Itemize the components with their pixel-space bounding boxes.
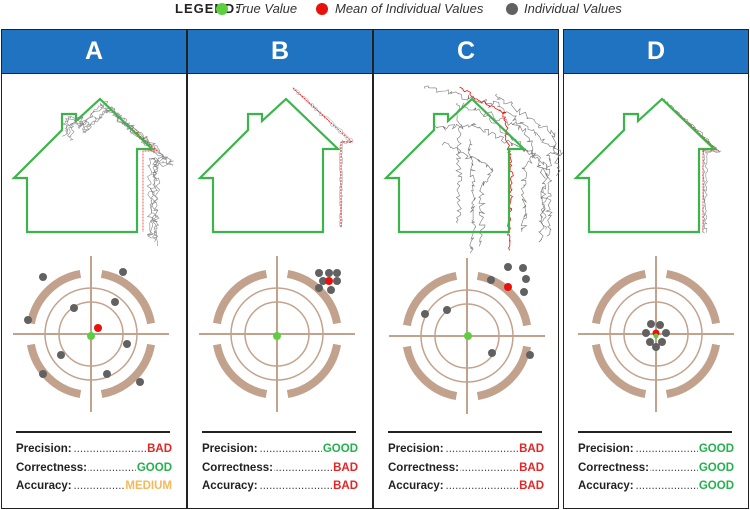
precision-row-c: ........................................… [388, 442, 544, 456]
individual-value-point [652, 343, 660, 351]
precision-row-a: ........................................… [16, 442, 172, 456]
legend: LEGEND: True Value Mean of Individual Va… [0, 0, 750, 20]
panel-c-diagram [383, 85, 564, 414]
mean-point [325, 277, 333, 285]
individual-value-point [443, 306, 451, 314]
true-value-swatch-icon [216, 3, 228, 15]
correctness-row-c: ........................................… [388, 461, 544, 475]
individual-value-point [647, 320, 655, 328]
individual-value-point [119, 268, 127, 276]
individual-value-point [646, 338, 654, 346]
correctness-row-a: ........................................… [16, 461, 172, 475]
individual-value-point [487, 276, 495, 284]
true-value-point [87, 332, 95, 340]
individual-value-point [325, 269, 333, 277]
individual-value-point [103, 370, 111, 378]
house-c [383, 85, 564, 254]
true-value-point [273, 332, 281, 340]
individual-value-point [526, 351, 534, 359]
individual-value-point [519, 264, 527, 272]
individual-value-point [136, 378, 144, 386]
individual-value-point [39, 273, 47, 281]
panel-b: B ......................................… [187, 29, 373, 509]
panel-c: C [373, 29, 564, 509]
individual-value-point [522, 275, 530, 283]
separator-line [202, 431, 356, 433]
individual-value-point [315, 284, 323, 292]
individual-value-point [39, 370, 47, 378]
individual-value-point [327, 286, 335, 294]
panel-a: A ...... [1, 29, 187, 509]
individual-value-point [333, 277, 341, 285]
panel-a-diagram [11, 97, 174, 412]
separator-line [578, 431, 732, 433]
true-value-point [464, 332, 472, 340]
legend-title: LEGEND: [175, 1, 241, 16]
mean-swatch-icon [316, 3, 328, 15]
house-d [573, 97, 722, 234]
legend-individual-label: Individual Values [524, 1, 622, 16]
legend-mean-label: Mean of Individual Values [335, 1, 484, 16]
individual-value-point [57, 351, 65, 359]
panel-header-c: C [374, 30, 558, 74]
mean-point [94, 324, 102, 332]
correctness-row-b: ........................................… [202, 461, 358, 475]
mean-point [504, 283, 512, 291]
individual-value-point [658, 338, 666, 346]
accuracy-row-a: ........................................… [16, 479, 172, 493]
house-a [11, 97, 174, 247]
individual-value-point [421, 310, 429, 318]
individual-value-point [504, 263, 512, 271]
panel-d-diagram [573, 97, 734, 412]
target-b [199, 256, 355, 412]
panel-header-b: B [188, 30, 372, 74]
target-d [578, 256, 734, 412]
individual-value-point [520, 288, 528, 296]
individual-value-point [662, 329, 670, 337]
target-a [13, 256, 169, 412]
panel-d: D ......................................… [563, 29, 749, 509]
true-value-point [653, 333, 659, 339]
individual-value-point [24, 316, 32, 324]
individual-value-point [642, 329, 650, 337]
separator-line [16, 431, 170, 433]
accuracy-row-c: ........................................… [388, 479, 544, 493]
precision-row-b: ........................................… [202, 442, 358, 456]
panel-b-diagram [197, 86, 355, 412]
individual-value-point [315, 269, 323, 277]
correctness-row-d: ........................................… [578, 461, 734, 475]
individual-values-swatch-icon [506, 3, 518, 15]
individual-value-point [111, 298, 119, 306]
target-c [389, 258, 545, 414]
house-b [197, 86, 354, 234]
individual-value-point [70, 304, 78, 312]
individual-value-point [123, 340, 131, 348]
precision-row-d: ........................................… [578, 442, 734, 456]
separator-line [388, 431, 542, 433]
panel-header-a: A [2, 30, 186, 74]
individual-value-point [319, 277, 327, 285]
legend-true-value-label: True Value [235, 1, 298, 16]
panel-header-d: D [564, 30, 748, 74]
individual-value-point [656, 321, 664, 329]
accuracy-row-b: ........................................… [202, 479, 358, 493]
individual-value-point [488, 349, 496, 357]
individual-value-point [333, 269, 341, 277]
accuracy-row-d: ........................................… [578, 479, 734, 493]
